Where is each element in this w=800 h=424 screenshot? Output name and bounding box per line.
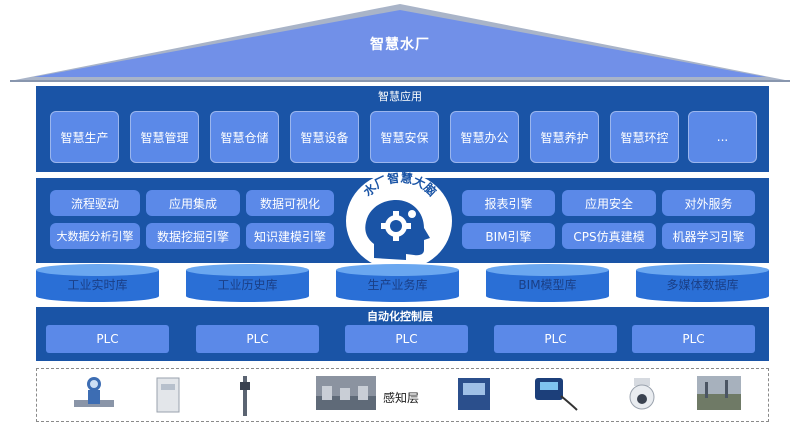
chip-report-engine[interactable]: 报表引擎	[462, 190, 555, 216]
sensing-label: 感知层	[383, 391, 420, 405]
workshop-photo-icon	[316, 376, 376, 410]
db-bim-model[interactable]: BIM模型库	[486, 264, 609, 302]
chip-app-integration[interactable]: 应用集成	[146, 190, 240, 216]
plc-block[interactable]: PLC	[632, 325, 755, 353]
sensing-layer	[36, 368, 769, 422]
app-tile-security[interactable]: 智慧安保	[370, 111, 439, 163]
chip-external-service[interactable]: 对外服务	[662, 190, 755, 216]
chip-datamining-engine[interactable]: 数据挖掘引擎	[146, 223, 240, 249]
db-multimedia[interactable]: 多媒体数据库	[636, 264, 769, 302]
db-industrial-realtime[interactable]: 工业实时库	[36, 264, 159, 302]
ptz-camera-icon	[629, 378, 655, 410]
plc-block[interactable]: PLC	[345, 325, 468, 353]
db-production-business[interactable]: 生产业务库	[336, 264, 459, 302]
plc-block[interactable]: PLC	[46, 325, 169, 353]
roof	[10, 4, 790, 82]
chip-cps-simulation[interactable]: CPS仿真建模	[562, 223, 656, 249]
db-label: BIM模型库	[518, 278, 577, 292]
app-tile-equipment[interactable]: 智慧设备	[290, 111, 359, 163]
app-tile-more[interactable]: ...	[688, 111, 757, 163]
chip-bigdata-engine[interactable]: 大数据分析引擎	[50, 223, 140, 249]
plc-block[interactable]: PLC	[196, 325, 319, 353]
flowmeter-icon	[74, 377, 114, 407]
app-tile-warehouse[interactable]: 智慧仓储	[210, 111, 279, 163]
chip-ml-engine[interactable]: 机器学习引擎	[662, 223, 755, 249]
app-tile-maintenance[interactable]: 智慧养护	[530, 111, 599, 163]
db-industrial-history[interactable]: 工业历史库	[186, 264, 309, 302]
plc-block[interactable]: PLC	[494, 325, 617, 353]
db-label: 工业历史库	[217, 278, 278, 292]
db-label: 多媒体数据库	[666, 278, 739, 292]
chip-knowledge-engine[interactable]: 知识建模引擎	[246, 223, 334, 249]
app-tile-production[interactable]: 智慧生产	[50, 111, 119, 163]
head-gear-icon	[365, 200, 430, 260]
multimeter-icon	[535, 378, 578, 411]
level-probe-icon	[240, 376, 250, 416]
site-photo-icon	[697, 376, 741, 410]
db-label: 生产业务库	[367, 278, 428, 292]
chip-bim-engine[interactable]: BIM引擎	[462, 223, 555, 249]
app-tile-environment[interactable]: 智慧环控	[610, 111, 679, 163]
app-tile-management[interactable]: 智慧管理	[130, 111, 199, 163]
chip-app-security[interactable]: 应用安全	[562, 190, 656, 216]
roof-title: 智慧水厂	[370, 37, 430, 53]
control-cabinet-icon	[156, 377, 180, 413]
app-tile-office[interactable]: 智慧办公	[450, 111, 519, 163]
control-title: 自动化控制层	[367, 310, 433, 323]
chip-data-visualization[interactable]: 数据可视化	[246, 190, 334, 216]
analyzer-icon	[458, 378, 490, 410]
brain-emblem: 水厂智慧大脑	[346, 170, 452, 270]
apps-title: 智慧应用	[378, 90, 422, 103]
chip-process-driver[interactable]: 流程驱动	[50, 190, 140, 216]
db-label: 工业实时库	[67, 278, 128, 292]
